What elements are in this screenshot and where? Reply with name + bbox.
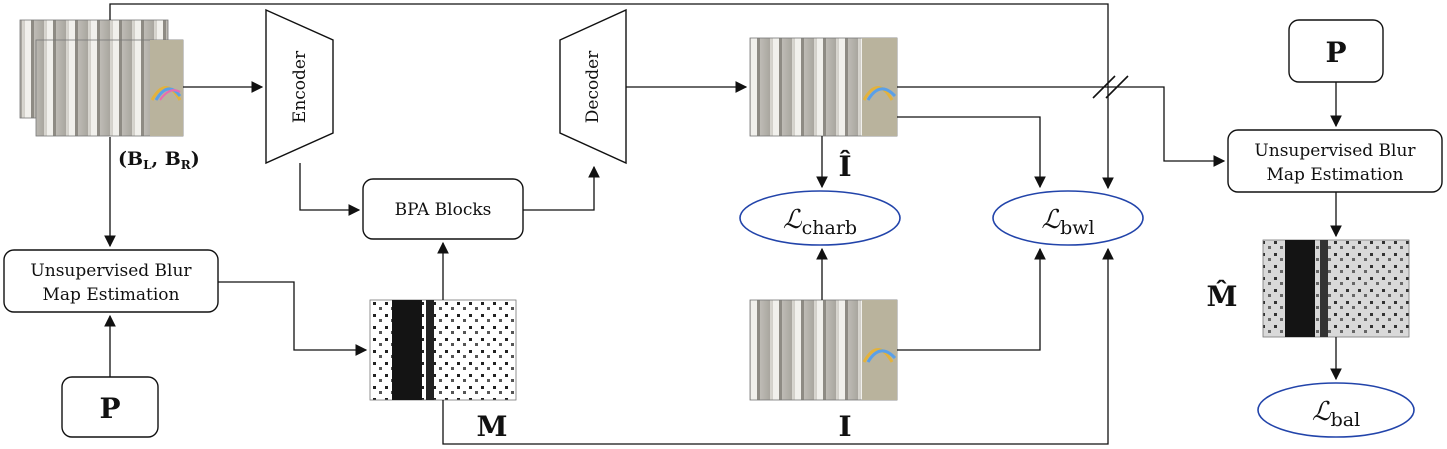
p-left-label: P [99, 392, 120, 425]
loss-bal [1257, 382, 1415, 438]
decoder-label: Decoder [583, 50, 603, 123]
m-label: M [477, 410, 508, 443]
loss-bwl [992, 190, 1144, 246]
output-image [749, 37, 898, 137]
bpa-blocks [362, 178, 524, 240]
m-hat-label: M̂ [1207, 280, 1238, 313]
input-pair-label: (BL, BR) [118, 148, 200, 172]
loss-bwl-label: ℒbwl [1041, 205, 1094, 239]
bpa-blocks-label: BPA Blocks [395, 200, 492, 220]
gt-image [749, 299, 898, 401]
ube-right-line2: Map Estimation [1267, 165, 1404, 185]
blur-map-m-hat [1262, 239, 1410, 338]
loss-charb-label: ℒcharb [783, 205, 857, 239]
loss-bal-label: ℒbal [1312, 397, 1360, 431]
encoder-block [265, 8, 334, 165]
ube-left [3, 249, 219, 313]
decoder-block [559, 8, 627, 165]
ube-left-line2: Map Estimation [43, 285, 180, 305]
ube-right-line1: Unsupervised Blur [1254, 141, 1416, 161]
ube-right [1227, 129, 1443, 193]
encoder-label: Encoder [290, 50, 310, 123]
p-right-label: P [1325, 36, 1346, 69]
i-hat-label: Î [838, 150, 851, 183]
loss-charb [739, 190, 901, 246]
i-label: I [838, 410, 851, 443]
blur-map-m [369, 299, 517, 401]
input-images [19, 19, 184, 137]
stop-gradient-mark [1092, 75, 1129, 99]
ube-left-line1: Unsupervised Blur [30, 261, 192, 281]
